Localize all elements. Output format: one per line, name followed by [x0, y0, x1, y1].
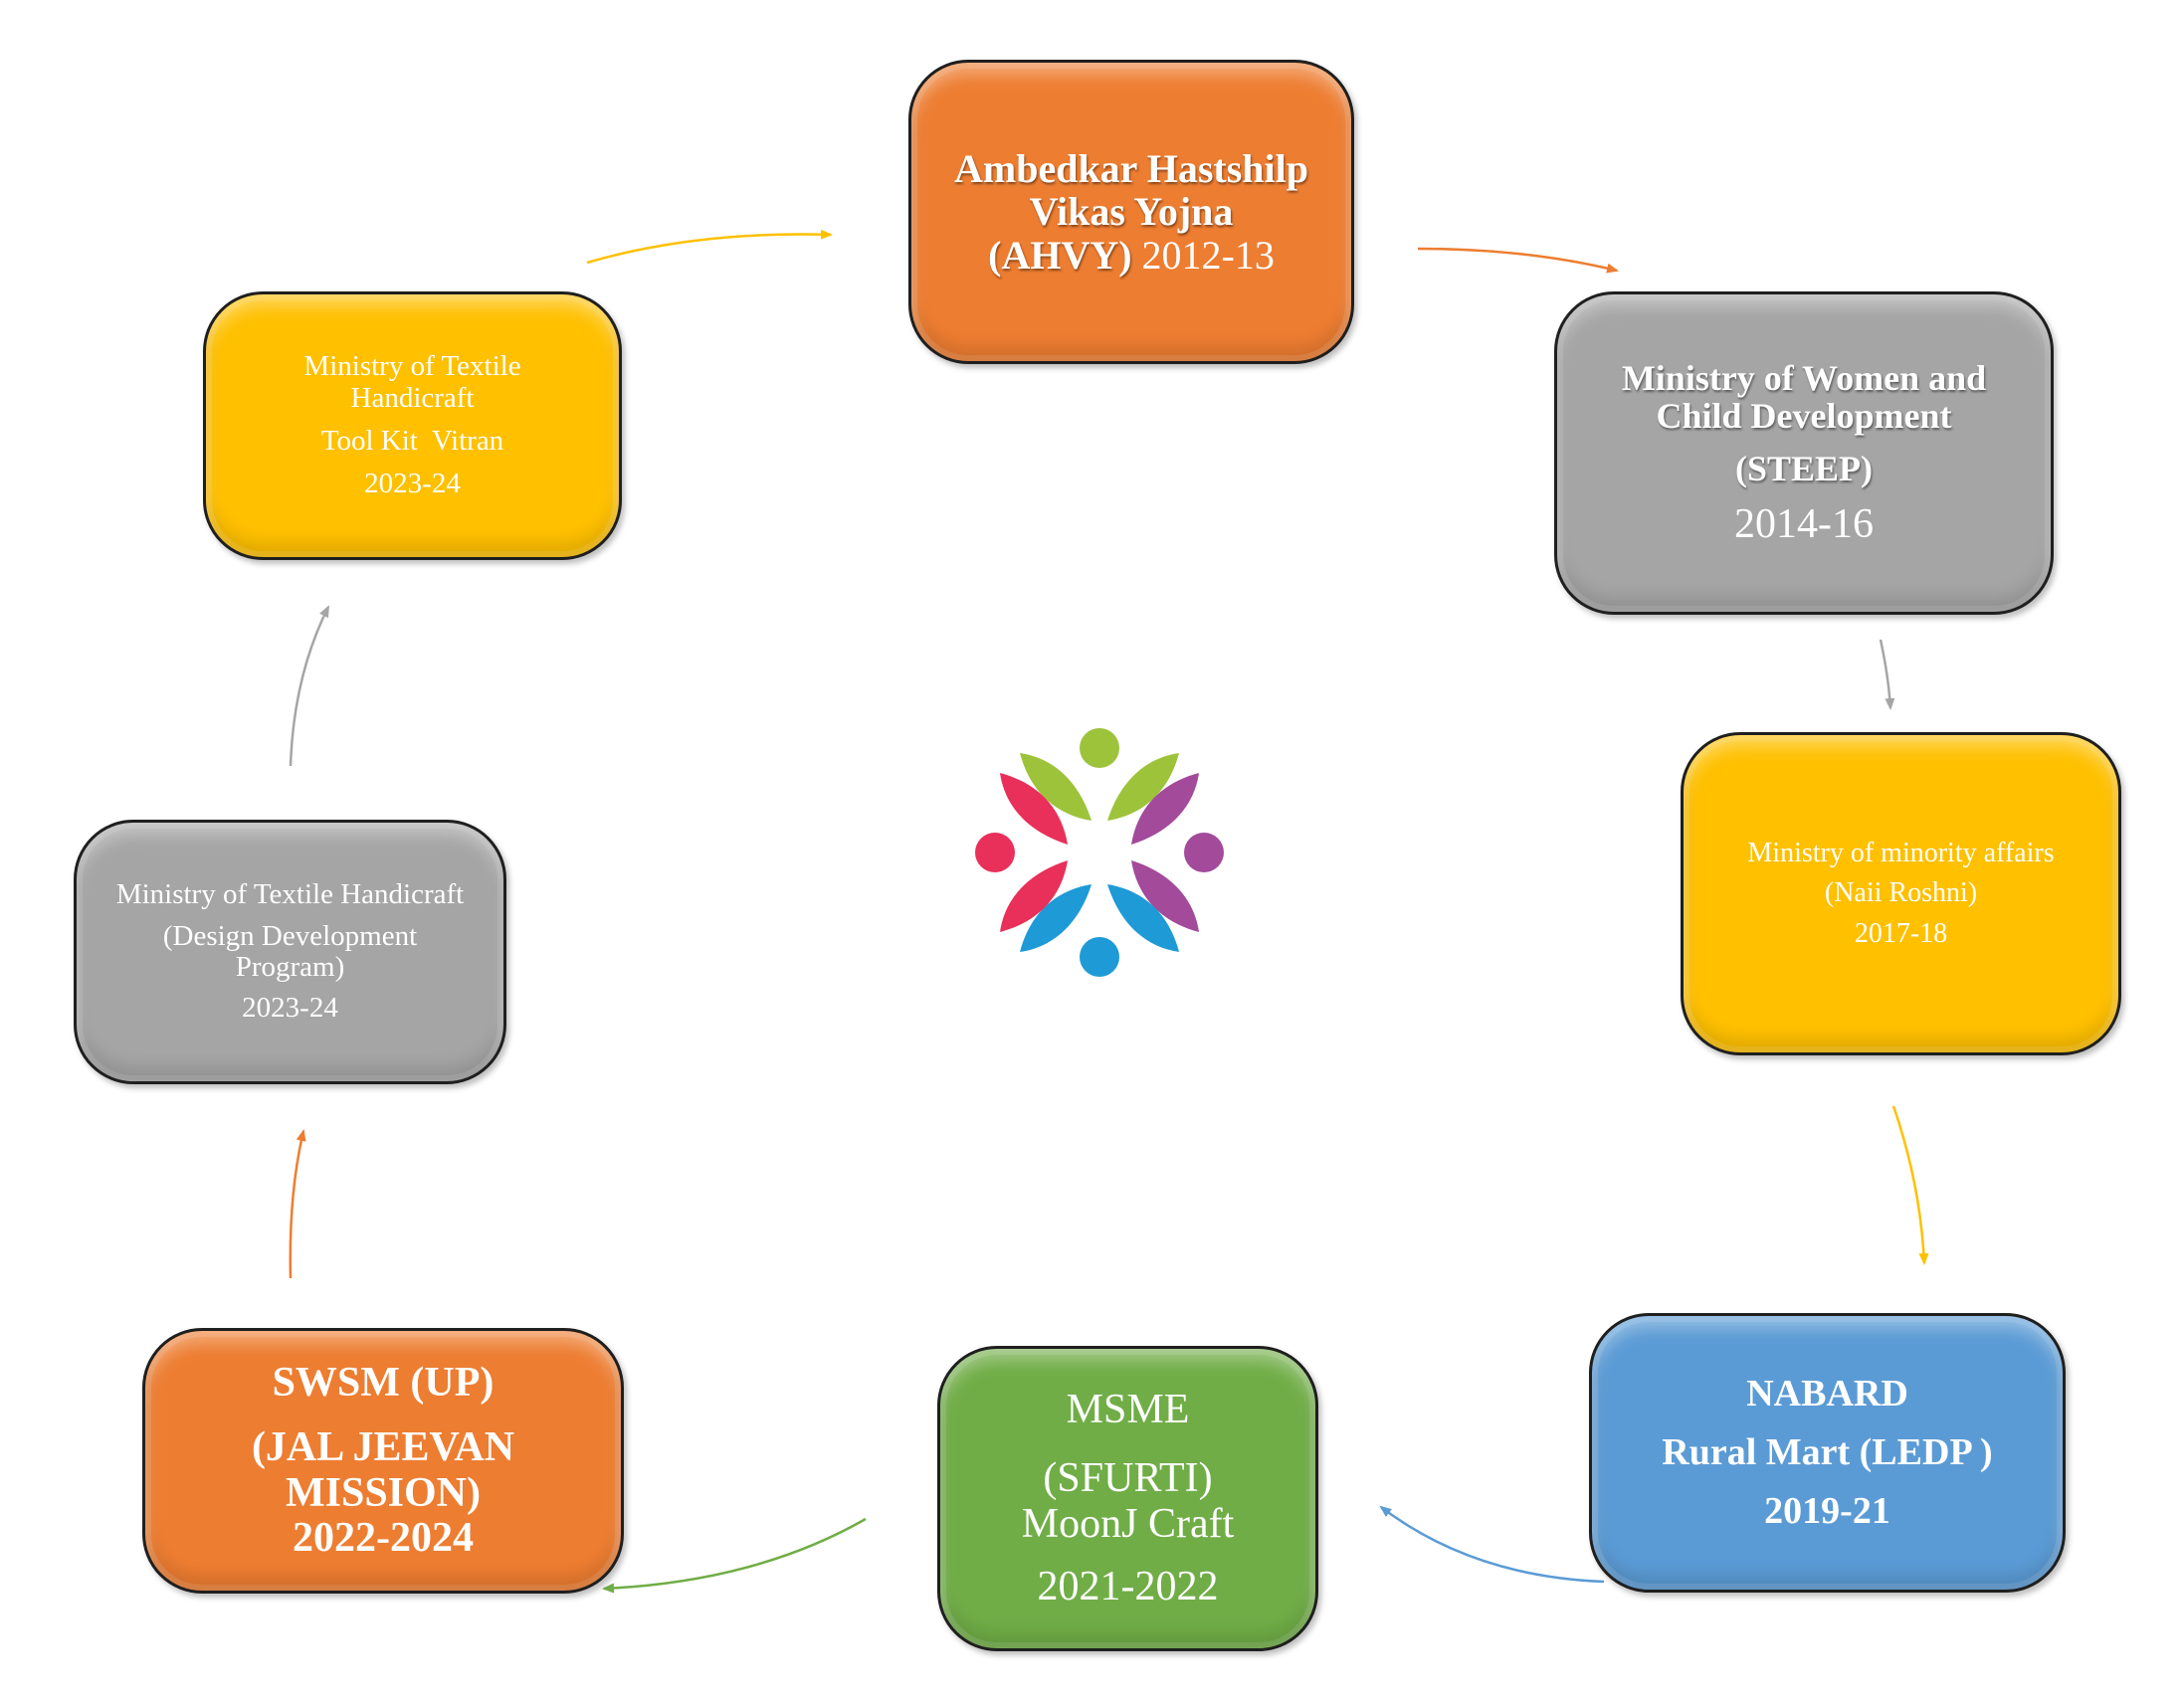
logo-head-left	[975, 833, 1015, 872]
logo-head-top	[1080, 728, 1119, 768]
swsm-line1: SWSM (UP)	[272, 1359, 495, 1406]
swsm-line2: (JAL JEEVAN	[251, 1424, 515, 1471]
arrow-swsm-to-ddp	[289, 1129, 306, 1279]
ahvy-box: Ambedkar Hastshilp Vikas Yojna (AHVY) 20…	[908, 60, 1354, 364]
naii-roshni-box: Ministry of minority affairs (Naii Roshn…	[1681, 732, 2121, 1055]
naii-line1: Ministry of minority affairs	[1747, 838, 2055, 869]
swsm-box: SWSM (UP) (JAL JEEVAN MISSION) 2022-2024	[142, 1328, 624, 1594]
ddp-line1: Ministry of Textile Handicraft	[115, 878, 465, 911]
swsm-line3: MISSION)	[285, 1469, 482, 1516]
nabard-line3: 2019-21	[1764, 1490, 1890, 1533]
ahvy-line1: Ambedkar Hastshilp	[953, 146, 1308, 192]
msme-line2: (SFURTI)	[1043, 1455, 1213, 1502]
logo-petals-top	[1020, 753, 1179, 821]
toolkit-line4: 2023-24	[364, 468, 461, 500]
nabard-box: NABARD Rural Mart (LEDP ) 2019-21	[1589, 1313, 2066, 1593]
swsm-line4: 2022-2024	[293, 1514, 474, 1561]
wcd-line1: Ministry of Women and	[1621, 357, 1987, 398]
wcd-box: Ministry of Women and Child Development …	[1554, 291, 2054, 615]
logo-petals-right	[1131, 773, 1199, 932]
toolkit-line1: Ministry of Textile	[303, 350, 521, 383]
logo-head-bottom	[1080, 937, 1119, 977]
arrow-nabard-to-msme	[1379, 1505, 1605, 1584]
naii-line2: (Naii Roshni)	[1824, 877, 1978, 909]
naii-line3: 2017-18	[1854, 917, 1948, 949]
msme-line1: MSME	[1066, 1386, 1190, 1432]
ahvy-line2: Vikas Yojna	[1029, 189, 1234, 235]
ddp-line3: Program)	[235, 951, 345, 983]
ahvy-line3: (AHVY) 2012-13	[988, 232, 1275, 278]
nabard-line1: NABARD	[1746, 1372, 1908, 1415]
arrow-ahvy-to-wcd	[1417, 247, 1619, 274]
wcd-line2: Child Development	[1656, 396, 1952, 437]
nabard-line2: Rural Mart (LEDP )	[1662, 1430, 1993, 1473]
toolkit-vitran-box: Ministry of Textile Handicraft Tool Kit …	[203, 291, 622, 560]
msme-box: MSME (SFURTI) MoonJ Craft 2021-2022	[937, 1346, 1318, 1651]
msme-line3: MoonJ Craft	[1021, 1500, 1235, 1547]
arrow-wcd-to-naii	[1879, 639, 1895, 710]
toolkit-line2: Handicraft	[350, 381, 475, 414]
design-development-box: Ministry of Textile Handicraft (Design D…	[74, 820, 506, 1084]
wcd-line4: 2014-16	[1734, 501, 1874, 548]
arrow-toolkit-to-ahvy	[586, 229, 833, 265]
ddp-line2: (Design Development	[162, 919, 418, 952]
logo-head-right	[1184, 833, 1224, 872]
logo-petals-bottom	[1020, 884, 1179, 952]
wcd-line3: (STEEP)	[1734, 449, 1874, 489]
arrow-msme-to-swsm	[602, 1517, 867, 1594]
toolkit-line3: Tool Kit Vitran	[320, 425, 504, 457]
arrow-ddp-to-toolkit	[289, 605, 330, 767]
arrow-naii-to-nabard	[1891, 1105, 1929, 1265]
ddp-line4: 2023-24	[242, 992, 338, 1025]
logo-petals-left	[1000, 773, 1068, 932]
msme-line4: 2021-2022	[1037, 1563, 1219, 1609]
